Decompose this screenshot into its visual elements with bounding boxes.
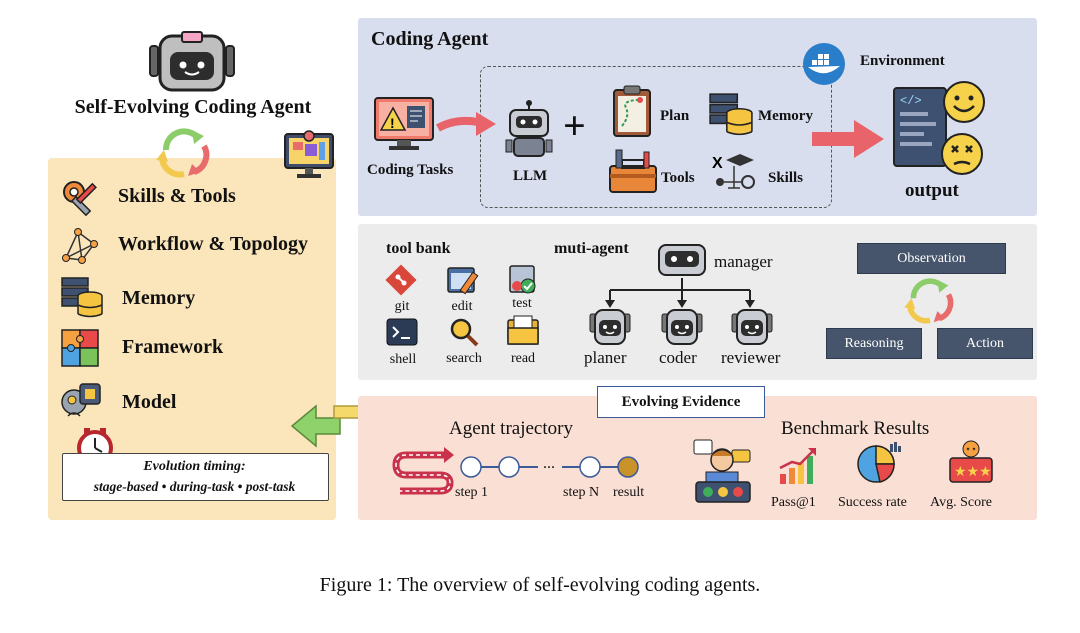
tool-search-label: search — [446, 351, 482, 366]
manager-label: manager — [714, 252, 773, 271]
llm-label: LLM — [513, 168, 548, 184]
trajectory-path-icon — [392, 447, 454, 495]
manager-tree-arrows — [605, 278, 755, 308]
output-code-screen-icon: </> — [893, 81, 985, 175]
trajectory-steps — [460, 456, 639, 478]
tool-bank-title: tool bank — [386, 240, 451, 257]
arrow-right-red-icon — [436, 112, 496, 136]
search-icon — [450, 318, 479, 347]
pass-at-1-chart-icon — [779, 448, 816, 484]
metric-avg-score: Avg. Score — [930, 495, 992, 510]
reasoning-box: Reasoning — [826, 328, 922, 359]
observation-box: Observation — [857, 243, 1006, 274]
left-item-memory: Memory — [122, 287, 196, 309]
success-rate-pie-icon — [857, 442, 901, 483]
environment-label: Environment — [860, 53, 945, 69]
svg-text:!: ! — [390, 115, 395, 131]
plan-label: Plan — [660, 108, 690, 124]
computer-network-icon — [284, 130, 334, 178]
skills-label: Skills — [768, 170, 804, 186]
shell-terminal-icon — [386, 318, 418, 346]
metric-success-rate: Success rate — [838, 495, 907, 510]
coding-agent-title: Coding Agent — [371, 28, 489, 50]
git-icon — [385, 264, 417, 296]
svg-text:X: X — [712, 155, 723, 172]
tool-git-label: git — [394, 299, 410, 314]
figure-caption: Figure 1: The overview of self-evolving … — [319, 574, 761, 596]
memory-stack-icon — [709, 93, 753, 136]
tool-shell-label: shell — [389, 352, 417, 367]
metric-pass-at-1: Pass@1 — [771, 495, 816, 510]
planer-label: planer — [584, 348, 627, 367]
trajectory-ellipsis: ... — [543, 455, 555, 472]
coding-tasks-monitor-icon: ! — [374, 97, 434, 150]
reviewer-label: reviewer — [721, 348, 781, 367]
tool-edit-label: edit — [451, 299, 473, 314]
react-cycle-icon — [904, 278, 954, 324]
reviewer-robot-icon — [731, 309, 773, 345]
plus-sign: + — [563, 103, 586, 148]
output-label: output — [905, 180, 959, 201]
svg-text:★★★: ★★★ — [954, 464, 992, 480]
evolution-cycle-icon — [156, 128, 210, 178]
coding-tasks-label: Coding Tasks — [367, 162, 454, 178]
robot-head-icon — [149, 31, 235, 92]
read-folder-icon — [507, 315, 539, 345]
left-panel-title: Self-Evolving Coding Agent — [74, 96, 312, 118]
result-label: result — [613, 485, 645, 500]
stepN-label: step N — [563, 485, 600, 500]
tool-test-label: test — [512, 296, 532, 311]
environment-docker-icon — [803, 43, 845, 85]
tools-label: Tools — [661, 170, 695, 186]
action-box: Action — [937, 328, 1033, 359]
skills-graph-icon: X — [712, 154, 755, 189]
memory-database-icon — [61, 277, 103, 318]
framework-puzzle-icon — [61, 329, 99, 367]
svg-text:</>: </> — [900, 94, 922, 108]
arrow-right-red-big-icon — [812, 120, 884, 158]
left-item-workflow-topology: Workflow & Topology — [118, 233, 309, 255]
manager-robot-icon — [658, 244, 706, 276]
left-item-skills-tools: Skills & Tools — [118, 185, 236, 207]
left-item-framework: Framework — [122, 336, 224, 358]
model-brain-icon — [61, 383, 101, 417]
multi-agent-title: muti-agent — [554, 240, 629, 257]
tools-box-icon — [609, 149, 657, 193]
avg-score-rating-icon: ★★★ — [949, 440, 993, 483]
planer-robot-icon — [589, 309, 631, 345]
memory-label: Memory — [758, 108, 813, 124]
llm-robot-icon — [505, 100, 553, 157]
step1-label: step 1 — [455, 485, 489, 500]
evaluator-person-icon — [693, 439, 751, 503]
workflow-topology-icon — [62, 228, 98, 264]
edit-icon — [447, 267, 479, 295]
left-item-model: Model — [122, 391, 177, 413]
agent-trajectory-title: Agent trajectory — [449, 418, 573, 439]
test-icon — [509, 265, 536, 294]
tool-read-label: read — [510, 351, 536, 366]
evolving-evidence-label: Evolving Evidence — [597, 386, 765, 418]
benchmark-results-title: Benchmark Results — [781, 418, 930, 439]
evolution-timing-list: stage-based • during-task • post-task — [93, 479, 296, 494]
coder-label: coder — [659, 348, 697, 367]
evolution-timing-title: Evolution timing: — [143, 459, 246, 474]
evolution-timing-box — [62, 453, 329, 501]
coder-robot-icon — [661, 309, 703, 345]
skills-tools-icon — [63, 181, 97, 217]
plan-clipboard-icon — [613, 85, 651, 137]
